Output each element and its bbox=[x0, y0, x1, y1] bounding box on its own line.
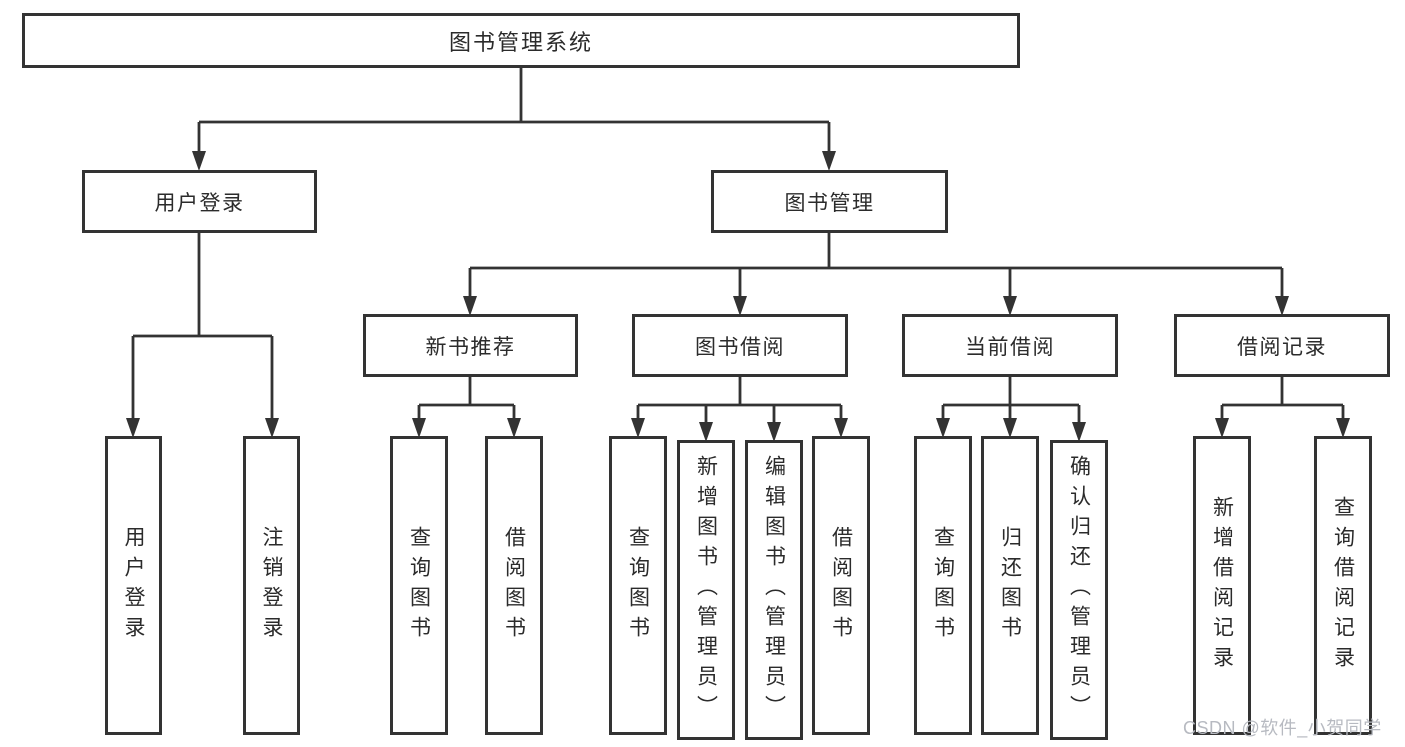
node-records-add: 新增借阅记录 bbox=[1193, 436, 1251, 735]
node-borrow-borrow: 借阅图书 bbox=[812, 436, 870, 735]
node-new-books-query-label: 查询图书 bbox=[407, 525, 431, 646]
node-borrow-records: 借阅记录 bbox=[1174, 314, 1390, 377]
csdn-watermark: CSDN @软件_小贺同学 bbox=[1183, 718, 1382, 738]
node-new-books-borrow-label: 借阅图书 bbox=[502, 525, 526, 646]
node-new-books-borrow: 借阅图书 bbox=[485, 436, 543, 735]
node-user-login-group-label: 用户登录 bbox=[154, 191, 245, 215]
node-current-query-label: 查询图书 bbox=[931, 525, 955, 646]
node-current-borrow-label: 当前借阅 bbox=[965, 335, 1055, 359]
node-borrow-edit-admin: 编辑图书（管理员） bbox=[745, 440, 803, 740]
node-new-books-label: 新书推荐 bbox=[425, 335, 516, 359]
node-root: 图书管理系统 bbox=[22, 13, 1020, 68]
node-records-query-label: 查询借阅记录 bbox=[1331, 495, 1355, 676]
node-book-borrow-label: 图书借阅 bbox=[695, 335, 785, 359]
node-book-borrow: 图书借阅 bbox=[632, 314, 848, 377]
node-borrow-borrow-label: 借阅图书 bbox=[829, 525, 853, 646]
node-current-confirm-admin: 确认归还（管理员） bbox=[1050, 440, 1108, 740]
node-new-books-query: 查询图书 bbox=[390, 436, 448, 735]
branch-root-to-level2 bbox=[192, 68, 836, 171]
node-current-return: 归还图书 bbox=[981, 436, 1039, 735]
node-borrow-add-admin: 新增图书（管理员） bbox=[677, 440, 735, 740]
branch-borrow-records-to-leaves bbox=[1215, 377, 1350, 438]
node-user-login-label: 用户登录 bbox=[122, 525, 145, 646]
node-current-borrow: 当前借阅 bbox=[902, 314, 1118, 377]
node-current-confirm-admin-label: 确认归还（管理员） bbox=[1067, 455, 1091, 725]
node-records-add-label: 新增借阅记录 bbox=[1210, 495, 1234, 676]
node-book-management: 图书管理 bbox=[711, 170, 948, 233]
branch-current-borrow-to-leaves bbox=[936, 377, 1086, 442]
node-borrow-records-label: 借阅记录 bbox=[1237, 335, 1327, 359]
node-user-login-group: 用户登录 bbox=[82, 170, 317, 233]
node-borrow-query: 查询图书 bbox=[609, 436, 667, 735]
node-borrow-edit-admin-label: 编辑图书（管理员） bbox=[762, 455, 786, 725]
branch-book-borrow-to-leaves bbox=[631, 377, 848, 442]
node-new-books: 新书推荐 bbox=[363, 314, 578, 377]
node-current-return-label: 归还图书 bbox=[998, 525, 1022, 646]
node-book-management-label: 图书管理 bbox=[784, 191, 875, 215]
branch-book-mgmt-to-level3 bbox=[463, 233, 1289, 316]
node-current-query: 查询图书 bbox=[914, 436, 972, 735]
node-logout-label: 注销登录 bbox=[260, 525, 283, 646]
node-borrow-add-admin-label: 新增图书（管理员） bbox=[694, 455, 718, 725]
node-logout: 注销登录 bbox=[243, 436, 300, 735]
node-records-query: 查询借阅记录 bbox=[1314, 436, 1372, 735]
node-borrow-query-label: 查询图书 bbox=[626, 525, 650, 646]
branch-new-books-to-leaves bbox=[412, 377, 521, 438]
node-root-label: 图书管理系统 bbox=[448, 29, 593, 55]
branch-user-login-to-leaves bbox=[126, 233, 279, 438]
node-user-login: 用户登录 bbox=[105, 436, 162, 735]
